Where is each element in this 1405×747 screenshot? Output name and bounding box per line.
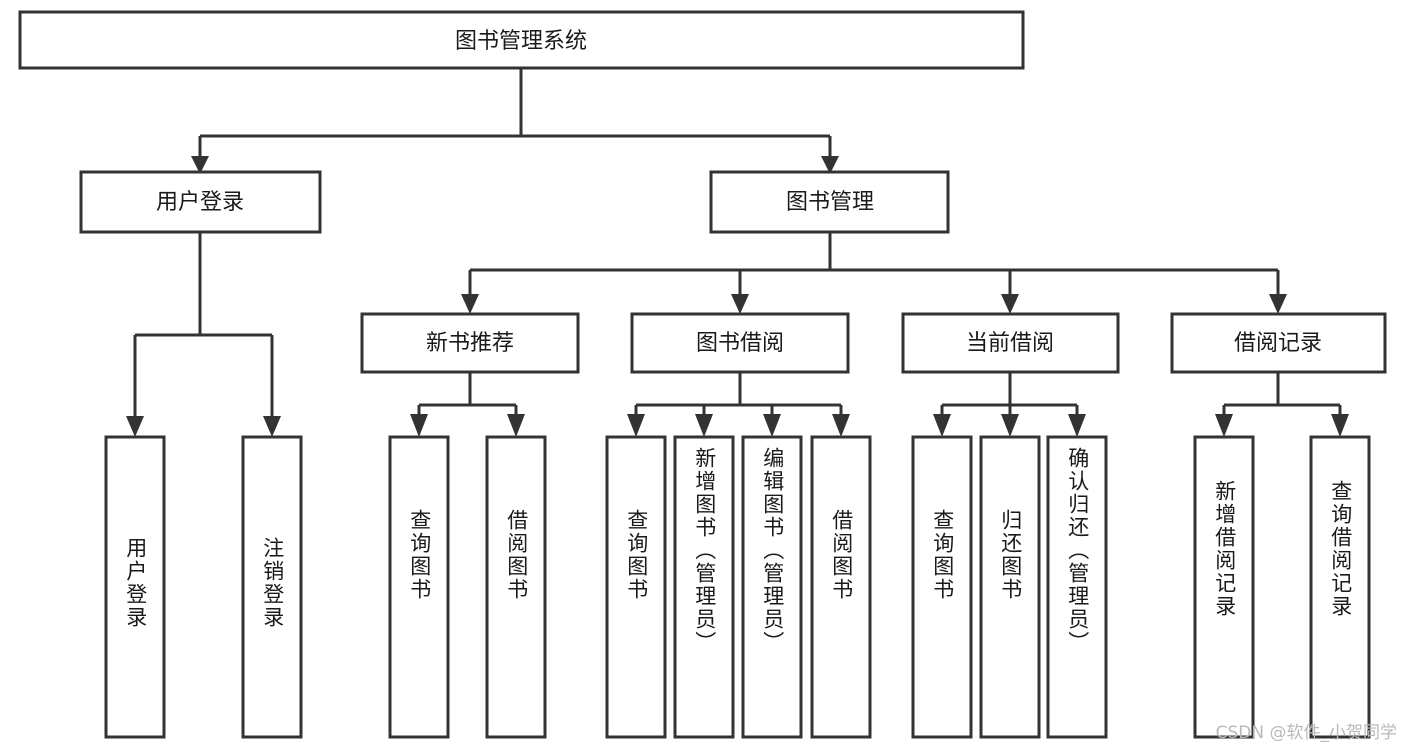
node-leaf-chaxunjieyuejilu[interactable]	[1309, 435, 1371, 739]
arrowhead-leaf-chaxuntushu-1	[410, 414, 428, 437]
node-leaf-chaxuntushu-jieyue[interactable]	[605, 435, 667, 739]
arrowhead-to-xinshutuijian	[461, 294, 479, 314]
node-l3-tushujieyue[interactable]	[630, 312, 850, 374]
node-leaf-chaxuntushu-xinshu[interactable]	[388, 435, 450, 739]
node-leaf-jieyuetushu-xinshu[interactable]	[485, 435, 547, 739]
arrowhead-to-jieyuejilu	[1269, 294, 1287, 314]
arrowhead-leaf-xinzengtushu	[695, 414, 713, 437]
label-l3-jieyuejilu: 借阅记录	[1234, 331, 1322, 356]
label-root-tushuguanlixitong: 图书管理系统	[455, 29, 587, 54]
node-group	[18, 10, 1387, 739]
node-leaf-zhuxiaodenglu[interactable]	[241, 435, 303, 739]
node-leaf-xinzengjieyuejilu[interactable]	[1193, 435, 1255, 739]
node-leaf-querenguihuan[interactable]	[1046, 435, 1108, 739]
node-l3-jieyuejilu[interactable]	[1170, 312, 1387, 374]
node-l2-tushuguanli[interactable]	[709, 170, 950, 234]
arrowhead-leaf-jieyuetushu-2	[832, 414, 850, 437]
arrowhead-leaf-chaxunjieyuejilu	[1331, 414, 1349, 437]
label-l3-xinshutuijian: 新书推荐	[426, 331, 514, 356]
node-leaf-chaxuntushu-dangqian[interactable]	[911, 435, 973, 739]
arrowhead-leaf-xinzengjieyuejilu	[1215, 414, 1233, 437]
arrowhead-leaf-bianjitushu	[763, 414, 781, 437]
label-l2-yonghudenglu: 用户登录	[156, 190, 244, 215]
arrowhead-leaf-chaxuntushu-2	[627, 414, 645, 437]
arrowhead-to-bookmgmt	[821, 156, 839, 174]
arrowhead-leaf-jieyuetushu-1	[507, 414, 525, 437]
node-l3-xinshutuijian[interactable]	[360, 312, 580, 374]
connector-group	[126, 68, 1349, 437]
arrowhead-leaf-zhuxiaodenglu	[263, 416, 281, 437]
arrowhead-to-userlogin	[191, 156, 209, 174]
arrowhead-leaf-chaxuntushu-3	[933, 414, 951, 437]
node-leaf-jieyuetushu-jieyue[interactable]	[810, 435, 872, 739]
node-leaf-guihuantushu[interactable]	[979, 435, 1041, 739]
node-l3-dangqianjieyue[interactable]	[901, 312, 1120, 374]
arrowhead-leaf-querenguihuan	[1068, 414, 1086, 437]
node-root-tushuguanlixitong[interactable]	[18, 10, 1025, 70]
label-l2-tushuguanli: 图书管理	[786, 190, 874, 215]
arrowhead-leaf-guihuantushu	[1001, 414, 1019, 437]
node-leaf-bianjitushu[interactable]	[741, 435, 803, 739]
arrowhead-to-dangqianjieyue	[1001, 294, 1019, 314]
node-leaf-yonghudenglu[interactable]	[104, 435, 166, 739]
node-leaf-xinzengtushu[interactable]	[673, 435, 735, 739]
arrowhead-leaf-yonghudenglu	[126, 416, 144, 437]
horizontal-label-group: 图书管理系统 用户登录 图书管理 新书推荐 图书借阅 当前借阅 借阅记录	[156, 29, 1322, 356]
label-l3-dangqianjieyue: 当前借阅	[966, 331, 1054, 356]
node-l2-yonghudenglu[interactable]	[79, 170, 322, 234]
arrowhead-to-tushujieyue	[731, 294, 749, 314]
label-l3-tushujieyue: 图书借阅	[696, 331, 784, 356]
